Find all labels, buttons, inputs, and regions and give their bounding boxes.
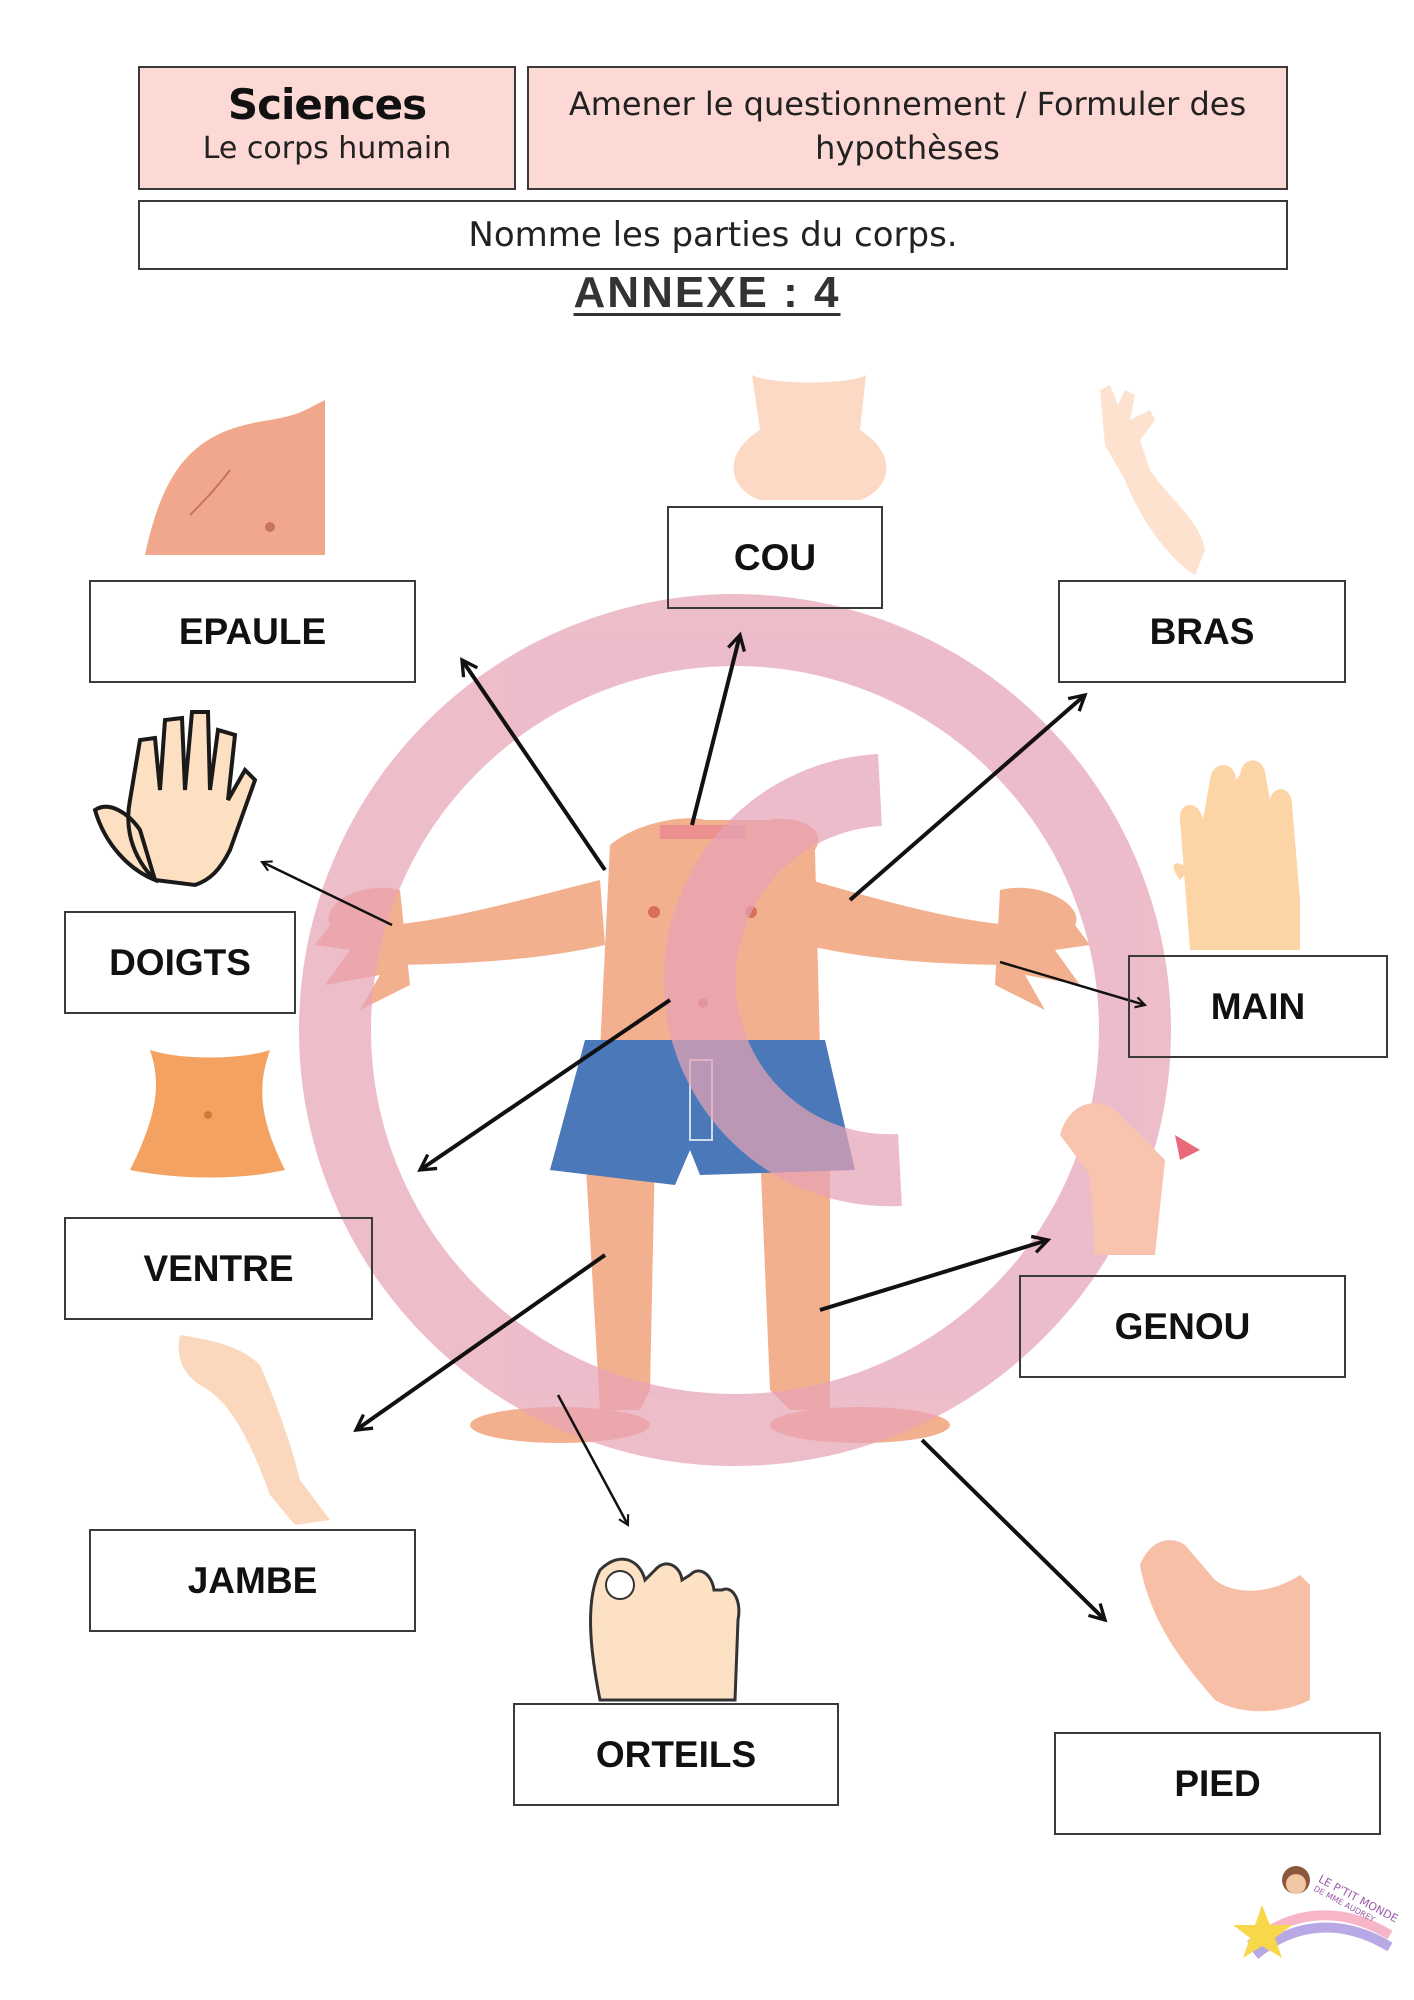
toes-illustration — [589, 1557, 741, 1702]
arrow-main — [999, 960, 1145, 1005]
leg-illustration — [178, 1335, 330, 1525]
arrow-ventre — [420, 998, 672, 1170]
label-bras: BRAS — [1058, 580, 1346, 683]
label-doigts: DOIGTS — [64, 911, 296, 1014]
belly-illustration — [130, 1050, 285, 1178]
instruction-text: Nomme les parties du corps. — [468, 215, 958, 255]
foot-illustration — [1140, 1540, 1310, 1712]
neck-illustration — [733, 375, 887, 500]
label-cou: COU — [667, 506, 883, 609]
knee-illustration — [1060, 1103, 1200, 1255]
label-ventre: VENTRE — [64, 1217, 373, 1320]
arrow-genou — [819, 1240, 1048, 1312]
topic-subtitle: Le corps humain — [202, 131, 452, 166]
annexe-title: ANNEXE : 4 — [573, 268, 841, 317]
arm-illustration — [1100, 385, 1205, 575]
label-main: MAIN — [1128, 955, 1388, 1058]
arrow-pied — [920, 1438, 1105, 1620]
hand-illustration — [1173, 760, 1300, 950]
arrow-orteils — [556, 1394, 628, 1525]
logo — [1233, 1866, 1393, 1959]
label-genou: GENOU — [1019, 1275, 1346, 1378]
subject-title: Sciences — [227, 80, 427, 129]
instruction-box: Nomme les parties du corps. — [138, 200, 1288, 270]
arrow-doigts — [262, 862, 393, 927]
arrow-bras — [848, 695, 1085, 902]
label-orteils: ORTEILS — [513, 1703, 839, 1806]
arrow-jambe — [356, 1253, 607, 1430]
label-pied: PIED — [1054, 1732, 1381, 1835]
fingers-illustration — [92, 710, 258, 888]
objective-text: Amener le questionnement / Formuler des … — [568, 85, 1247, 167]
subject-box: Sciences Le corps humain — [138, 66, 516, 190]
label-epaule: EPAULE — [89, 580, 416, 683]
objective-box: Amener le questionnement / Formuler des … — [527, 66, 1288, 190]
shoulder-illustration — [145, 400, 325, 555]
watermark-ring — [299, 594, 1171, 1466]
arrow-cou — [690, 635, 740, 826]
arrows — [262, 635, 1145, 1620]
arrow-epaule — [462, 660, 607, 872]
label-jambe: JAMBE — [89, 1529, 416, 1632]
